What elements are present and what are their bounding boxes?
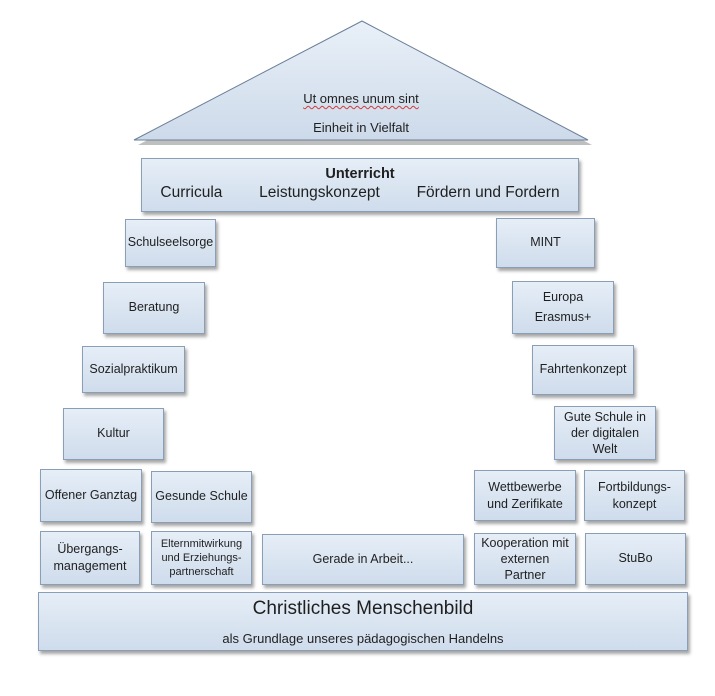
base-title: Christliches Menschenbild [252, 597, 474, 619]
box-gerade-in-arbeit: Gerade in Arbeit... [262, 534, 464, 585]
label-wett-1: Wettbewerbe [488, 479, 562, 494]
label-koop-2: externen [500, 551, 550, 566]
label-europa-1: Europa [542, 290, 584, 305]
label-fort-2: konzept [612, 496, 657, 511]
box-gesunde-schule: Gesunde Schule [151, 471, 252, 523]
box-wettbewerbe: Wettbewerbe und Zerifikate [474, 470, 576, 521]
box-schulseelsorge: Schulseelsorge [125, 219, 216, 267]
label-digital-3: Welt [592, 442, 618, 457]
unterricht-item-leistungskonzept: Leistungskonzept [259, 183, 380, 201]
box-beratung: Beratung [103, 282, 205, 334]
label-schulseelsorge: Schulseelsorge [127, 235, 214, 250]
label-offener-ganztag: Offener Ganztag [44, 487, 138, 502]
unterricht-title: Unterricht [325, 166, 395, 182]
box-sozialpraktikum: Sozialpraktikum [82, 346, 185, 393]
box-kooperation: Kooperation mit externen Partner [474, 533, 576, 585]
box-offener-ganztag: Offener Ganztag [40, 469, 142, 522]
unterricht-items: Curricula Leistungskonzept Fördern und F… [142, 181, 578, 205]
roof-subtitle: Einheit in Vielfalt [313, 120, 409, 135]
box-digitale-welt: Gute Schule in der digitalen Welt [554, 406, 656, 460]
roof-motto: Ut omnes unum sint [303, 91, 419, 106]
label-uebergang-1: Übergangs- [57, 542, 123, 557]
label-uebergang-2: management [53, 559, 127, 573]
label-gerade-in-arbeit: Gerade in Arbeit... [312, 551, 414, 566]
label-digital-1: Gute Schule in [564, 409, 646, 424]
box-stubo: StuBo [585, 533, 686, 585]
label-kultur: Kultur [97, 426, 130, 441]
box-mint: MINT [496, 218, 595, 268]
label-eltern-3: partnerschaft [169, 566, 234, 579]
box-europa: Europa Erasmus+ [512, 281, 614, 334]
roof-triangle [133, 20, 592, 145]
label-beratung: Beratung [128, 300, 180, 315]
box-kultur: Kultur [63, 408, 164, 460]
label-digital-2: der digitalen [570, 425, 640, 440]
label-koop-3: Partner [504, 568, 546, 583]
label-eltern-2: und Erziehungs- [161, 551, 242, 564]
box-elternmitwirkung: Elternmitwirkung und Erziehungs- partner… [151, 531, 252, 585]
box-uebergangsmanagement: Übergangs- management [40, 531, 140, 585]
box-fahrtenkonzept: Fahrtenkonzept [532, 345, 634, 395]
label-sozialpraktikum: Sozialpraktikum [89, 361, 178, 376]
base-box: Christliches Menschenbild als Grundlage … [38, 592, 688, 651]
label-stubo: StuBo [618, 551, 653, 566]
unterricht-box: Unterricht Curricula Leistungskonzept Fö… [141, 158, 579, 212]
base-subtitle: als Grundlage unseres pädagogischen Hand… [222, 631, 504, 647]
label-gesunde-schule: Gesunde Schule [155, 489, 248, 504]
label-mint: MINT [530, 235, 561, 250]
label-eltern-1: Elternmitwirkung [160, 537, 243, 550]
box-fortbildungskonzept: Fortbildungs- konzept [584, 470, 685, 521]
label-fort-1: Fortbildungs- [598, 479, 671, 494]
unterricht-item-curricula: Curricula [160, 183, 223, 201]
label-koop-1: Kooperation mit [481, 535, 569, 550]
label-wett-2: und Zerifikate [487, 496, 563, 511]
label-fahrtenkonzept: Fahrtenkonzept [539, 362, 627, 377]
unterricht-item-foerdern: Fördern und Fordern [416, 183, 560, 201]
label-europa-2: Erasmus+ [534, 309, 592, 324]
